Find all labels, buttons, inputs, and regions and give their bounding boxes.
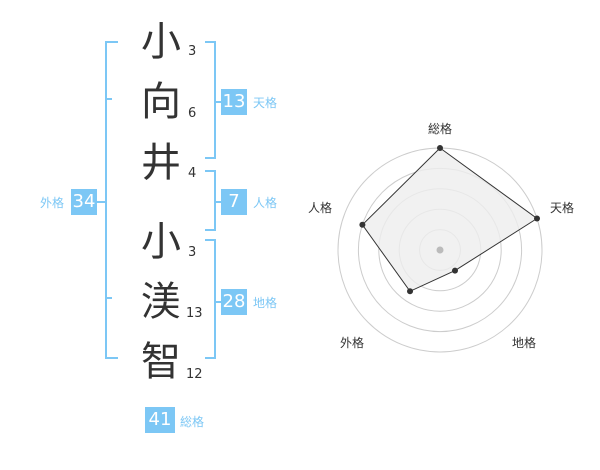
stroke-count-1: 3 xyxy=(188,44,197,59)
radar-axis-label-tenkaku: 天格 xyxy=(550,200,574,215)
name-char-5: 渼 xyxy=(141,279,181,325)
name-char-2: 向 xyxy=(141,79,181,125)
radar-point xyxy=(451,267,458,274)
gaikaku-label: 外格 xyxy=(40,196,65,210)
stroke-count-3: 4 xyxy=(188,166,197,181)
tenkaku-value: 13 xyxy=(221,89,247,115)
name-char-3: 井 xyxy=(141,140,181,186)
jinkaku-bracket xyxy=(205,170,216,231)
radar-axis-label-jinkaku: 人格 xyxy=(308,200,332,215)
jinkaku-value: 7 xyxy=(221,189,247,215)
soukaku-value: 41 xyxy=(145,407,175,433)
radar-point xyxy=(437,145,443,151)
radar-points xyxy=(359,145,541,295)
name-char-6: 智 xyxy=(141,339,181,385)
radar-axis-label-soukaku: 総格 xyxy=(428,121,452,136)
stroke-count-4: 3 xyxy=(188,245,197,260)
soukaku-label: 総格 xyxy=(180,415,205,429)
chikaku-label: 地格 xyxy=(253,296,278,310)
jinkaku-label: 人格 xyxy=(253,196,278,210)
stroke-count-6: 12 xyxy=(186,367,203,382)
chikaku-bracket xyxy=(205,239,216,359)
name-char-1: 小 xyxy=(141,19,181,65)
tenkaku-bracket xyxy=(205,41,216,159)
stroke-count-2: 6 xyxy=(188,106,197,121)
radar-point xyxy=(407,288,414,295)
chikaku-value: 28 xyxy=(221,289,247,315)
radar-axis-label-gaikaku: 外格 xyxy=(340,335,364,350)
radar-point xyxy=(359,221,366,228)
tenkaku-label: 天格 xyxy=(253,96,278,110)
radar-center-dot xyxy=(436,246,444,254)
gaikaku-value: 34 xyxy=(71,189,97,215)
radar-point xyxy=(534,215,541,222)
radar-axis-label-chikaku: 地格 xyxy=(512,335,536,350)
gaikaku-bracket xyxy=(105,41,118,359)
radar-polygon xyxy=(361,147,538,292)
name-char-4: 小 xyxy=(141,219,181,265)
stroke-count-5: 13 xyxy=(186,306,203,321)
